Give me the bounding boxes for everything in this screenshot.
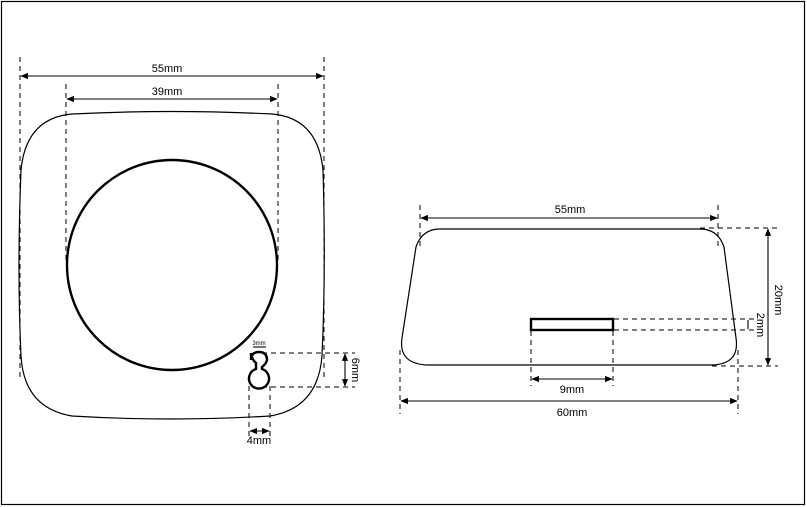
dim-label-6mm: 6mm xyxy=(349,358,361,382)
side-slot xyxy=(529,317,615,332)
dim-label-2mm: 2mm xyxy=(754,313,766,337)
dim-label-39mm: 39mm xyxy=(152,86,183,98)
dim-label-20mm: 20mm xyxy=(772,285,784,316)
front-view: 55mm 39mm 6mm 4mm 3mm xyxy=(18,57,361,447)
dim-label-side-55mm: 55mm xyxy=(555,204,586,216)
side-view: 55mm 20mm 2mm 9mm 60mm xyxy=(399,204,784,419)
dim-label-4mm: 4mm xyxy=(247,435,271,447)
dim-label-60mm: 60mm xyxy=(557,407,588,419)
dial-circle xyxy=(65,158,279,372)
dim-label-55mm: 55mm xyxy=(152,63,183,75)
side-body-outline xyxy=(400,228,738,366)
dim-label-3mm: 3mm xyxy=(252,341,265,347)
keyhole-slot xyxy=(247,350,271,390)
dim-label-9mm: 9mm xyxy=(560,384,584,396)
